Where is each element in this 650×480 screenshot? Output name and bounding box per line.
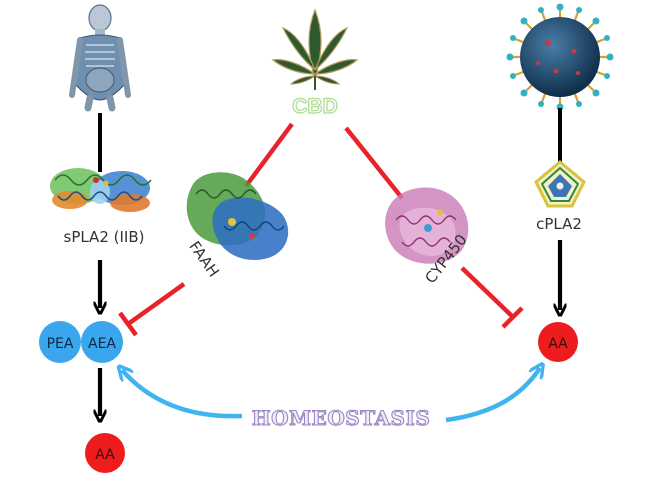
cpla2-protein-icon (534, 160, 586, 208)
cbd-label: CBD (292, 95, 338, 118)
cannabis-leaf-icon (271, 8, 359, 90)
cyp450-to-aa-inhibit-line (460, 266, 516, 320)
faah-label: FAAH (185, 238, 222, 281)
aea-node: AEA (81, 321, 123, 363)
homeostasis-left-arrow (122, 370, 243, 419)
aa-left-node: AA (85, 433, 125, 473)
aea-label: AEA (88, 336, 116, 352)
aa-left-label: AA (95, 447, 115, 463)
cyp450-to-aa-inhibit-bar (501, 306, 524, 329)
homeostasis-label: HOMEOSTASIS (252, 406, 431, 430)
faah-to-aea-inhibit-bar (118, 311, 138, 337)
aa-right-label: AA (548, 336, 568, 352)
aa-right-node: AA (538, 322, 578, 362)
pea-node: PEA (39, 321, 81, 363)
virus-icon (506, 3, 614, 111)
spla2-label: sPLA2 (IIB) (64, 228, 145, 246)
human-anatomy-icon (69, 4, 131, 112)
faah-to-aea-inhibit-line (126, 282, 186, 326)
cbd-to-faah-inhibit-line (244, 122, 294, 188)
cyp450-protein-icon (385, 187, 469, 264)
faah-protein-icon (186, 172, 289, 260)
homeostasis-right-arrow (445, 368, 540, 423)
cbd-to-cyp450-inhibit-line (344, 126, 404, 200)
spla2-protein-icon (50, 168, 152, 212)
pea-label: PEA (47, 336, 74, 352)
cpla2-label: cPLA2 (536, 215, 582, 233)
